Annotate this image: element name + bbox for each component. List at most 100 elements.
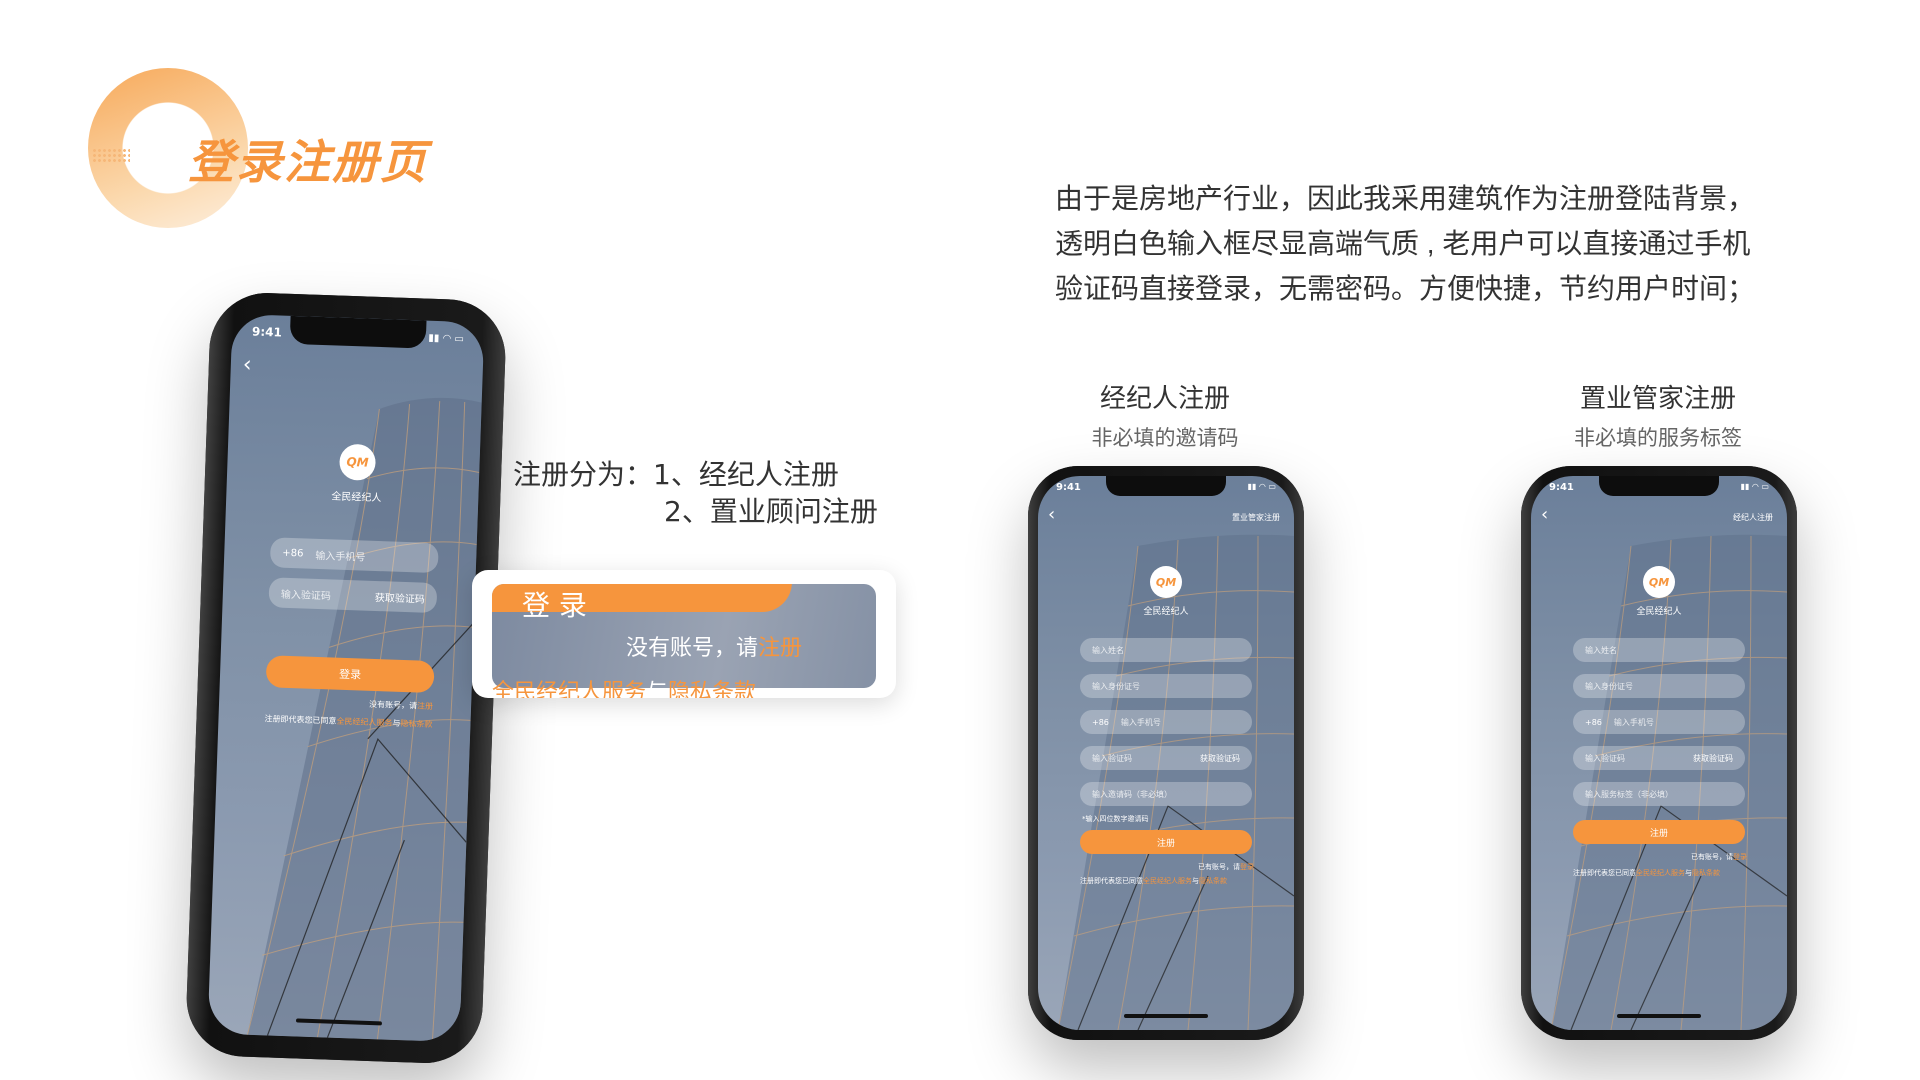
status-icons: ▮▮ ◠ ▭ [1740,482,1769,491]
agent-section-title: 经纪人注册 [1099,384,1230,414]
invite-placeholder: 输入邀请码（非必填） [1092,789,1172,799]
registration-type-item: 1、经纪人注册 [653,458,839,491]
have-account-label: 已有账号，请 [1691,853,1733,861]
home-indicator [1124,1014,1208,1018]
status-time: 9:41 [1056,482,1081,493]
name-placeholder: 输入姓名 [1585,645,1617,655]
terms-text: 注册即代表您已同意全民经纪人服务与隐私条款 [1573,868,1720,878]
description-line: 验证码直接登录，无需密码。方便快捷，节约用户时间； [1055,273,1756,304]
app-logo: QM [1150,566,1182,598]
terms-text: 注册即代表您已同意全民经纪人服务与隐私条款 [1080,876,1227,886]
back-icon[interactable]: ‹ [242,352,253,378]
terms-service-link[interactable]: 全民经纪人服务 [1636,869,1685,877]
back-icon[interactable]: ‹ [1541,504,1549,525]
status-icons: ▮▮ ◠ ▭ [1247,482,1276,491]
app-name: 全民经纪人 [1143,607,1189,617]
invite-hint: *输入四位数字邀请码 [1082,815,1149,823]
id-number-input[interactable]: 输入身份证号 [1573,674,1745,698]
callout-terms-privacy: 隐私条款 [668,680,757,698]
terms-and: 与 [1192,877,1199,885]
terms-prefix: 注册即代表您已同意 [264,714,337,726]
agent-section-subtitle: 非必填的邀请码 [1091,426,1239,450]
phone-prefix[interactable]: +86 [1092,717,1109,727]
register-button[interactable]: 注册 [1573,820,1745,844]
design-description: 由于是房地产行业，因此我采用建筑作为注册登陆背景， 透明白色输入框尽显高端气质 … [1055,176,1815,311]
consultant-section-title: 置业管家注册 [1579,384,1736,414]
phone-notch [289,315,427,349]
home-indicator [1617,1014,1701,1018]
login-link[interactable]: 登录 [1733,853,1747,861]
have-account-text: 已有账号，请登录 [1691,852,1747,862]
code-input[interactable]: 输入验证码 获取验证码 [1573,746,1745,770]
get-code-button[interactable]: 获取验证码 [374,592,425,606]
id-number-input[interactable]: 输入身份证号 [1080,674,1252,698]
terms-privacy-link[interactable]: 隐私条款 [1692,869,1720,877]
status-icons: ▮▮ ◠ ▭ [428,332,465,345]
consultant-register-screen: 9:41 ▮▮ ◠ ▭ ‹ 经纪人注册 QM 全民经纪人 输入姓名 输入身份证号… [1531,476,1787,1030]
phone-input[interactable]: +86 输入手机号 [269,537,439,574]
login-phone-mockup: 9:41 ▮▮ ◠ ▭ ‹ QM 全民经纪人 +86 输入手机号 输入验证码 获… [184,291,508,1065]
code-input[interactable]: 输入验证码 获取验证码 [268,577,438,614]
description-line: 透明白色输入框尽显高端气质 , 老用户可以直接通过手机 [1055,228,1751,259]
registration-type-item: 2、置业顾问注册 [664,495,878,528]
phone-prefix[interactable]: +86 [1585,717,1602,727]
consultant-register-phone-mockup: 9:41 ▮▮ ◠ ▭ ‹ 经纪人注册 QM 全民经纪人 输入姓名 输入身份证号… [1521,466,1797,1040]
code-placeholder: 输入验证码 [1092,753,1132,763]
callout-no-account-label: 没有账号，请 [626,636,759,661]
no-account-text: 没有账号，请注册 [369,699,433,712]
app-name: 全民经纪人 [1636,607,1682,617]
name-input[interactable]: 输入姓名 [1573,638,1745,662]
terms-prefix: 注册即代表您已同意 [1573,869,1636,877]
terms-privacy-link[interactable]: 隐私条款 [400,718,433,730]
id-placeholder: 输入身份证号 [1092,681,1140,691]
terms-service-link[interactable]: 全民经纪人服务 [1143,877,1192,885]
phone-placeholder: 输入手机号 [315,550,366,564]
code-placeholder: 输入验证码 [280,589,332,602]
zoom-callout: 登 录 没有账号，请注册 全民经纪人服务与隐私条款 [472,570,896,698]
get-code-button[interactable]: 获取验证码 [1200,753,1240,763]
login-button[interactable]: 登录 [265,655,435,694]
phone-placeholder: 输入手机号 [1120,717,1161,727]
description-line: 由于是房地产行业，因此我采用建筑作为注册登陆背景， [1055,183,1756,214]
consultant-section-subtitle: 非必填的服务标签 [1574,426,1742,450]
phone-placeholder: 输入手机号 [1613,717,1654,727]
login-screen: 9:41 ▮▮ ◠ ▭ ‹ QM 全民经纪人 +86 输入手机号 输入验证码 获… [207,313,485,1043]
building-background-image [1057,534,1294,1030]
callout-login-button: 登 录 [492,584,792,622]
phone-input[interactable]: +86 输入手机号 [1080,710,1252,734]
callout-terms-service: 全民经纪人服务 [492,680,647,698]
invite-code-input[interactable]: 输入邀请码（非必填） [1080,782,1252,806]
code-input[interactable]: 输入验证码 获取验证码 [1080,746,1252,770]
have-account-text: 已有账号，请登录 [1198,862,1254,872]
name-input[interactable]: 输入姓名 [1080,638,1252,662]
terms-service-link[interactable]: 全民经纪人服务 [336,716,393,728]
phone-input[interactable]: +86 输入手机号 [1573,710,1745,734]
register-button[interactable]: 注册 [1080,830,1252,854]
register-link[interactable]: 注册 [416,701,434,712]
phone-notch [1106,476,1226,496]
terms-privacy-link[interactable]: 隐私条款 [1199,877,1227,885]
terms-and: 与 [1685,869,1692,877]
app-logo: QM [1643,566,1675,598]
building-background-image [1550,534,1787,1030]
have-account-label: 已有账号，请 [1198,863,1240,871]
building-background-image [247,397,482,1043]
back-icon[interactable]: ‹ [1048,504,1056,525]
status-time: 9:41 [251,324,283,340]
agent-register-link[interactable]: 经纪人注册 [1733,513,1773,522]
no-account-label: 没有账号，请 [368,699,418,711]
tag-placeholder: 输入服务标签（非必填） [1585,789,1673,799]
id-placeholder: 输入身份证号 [1585,681,1633,691]
get-code-button[interactable]: 获取验证码 [1693,753,1733,763]
phone-prefix[interactable]: +86 [282,547,304,559]
title-decoration-dots [92,148,130,164]
callout-zoom-image: 登 录 没有账号，请注册 [492,584,876,688]
callout-no-account-text: 没有账号，请注册 [626,630,802,662]
page-title: 登录注册页 [188,135,428,189]
code-placeholder: 输入验证码 [1585,753,1625,763]
service-tag-input[interactable]: 输入服务标签（非必填） [1573,782,1745,806]
consultant-register-link[interactable]: 置业管家注册 [1232,513,1280,522]
name-placeholder: 输入姓名 [1092,645,1124,655]
callout-terms-and: 与 [646,680,669,698]
login-link[interactable]: 登录 [1240,863,1254,871]
